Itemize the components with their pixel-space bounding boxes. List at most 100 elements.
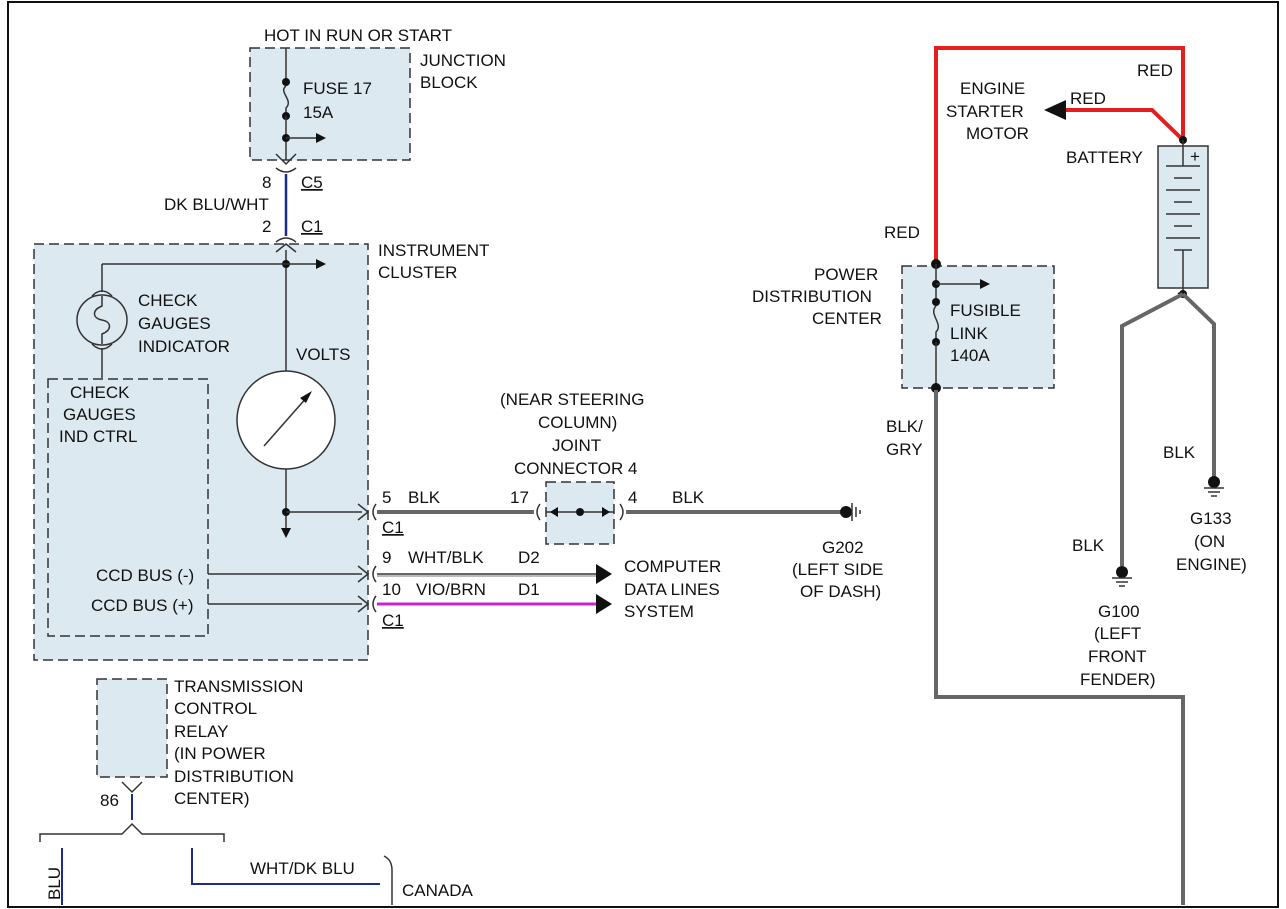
blk-pin-5: 5 xyxy=(382,488,391,507)
d1-label: D1 xyxy=(518,580,540,599)
starter-label-2: STARTER xyxy=(946,102,1024,121)
wht-dk-blu-wire xyxy=(191,848,380,885)
tcr-pin-86: 86 xyxy=(100,791,119,810)
arrow-icon xyxy=(1044,100,1066,120)
jc-pin-4: 4 xyxy=(628,488,637,507)
g202-label: G202 xyxy=(822,538,864,557)
arrow-icon xyxy=(980,279,990,289)
diagram-frame xyxy=(7,1,1279,908)
blk-g133-label: BLK xyxy=(1163,443,1196,462)
red-top-label: RED xyxy=(1137,61,1173,80)
junction-block xyxy=(249,47,411,161)
red-pdc-label: RED xyxy=(884,223,920,242)
tcr-label-4: (IN POWER xyxy=(174,744,266,763)
wht-pin-9: 9 xyxy=(382,548,391,567)
cluster-label-2: CLUSTER xyxy=(378,263,457,282)
tcr-label-6: CENTER) xyxy=(174,789,250,808)
pdc-label-3: CENTER xyxy=(812,309,882,328)
vio-pin-10: 10 xyxy=(382,580,401,599)
g100-loc-1: (LEFT xyxy=(1094,624,1141,643)
junction-block-label-2: BLOCK xyxy=(420,73,478,92)
blk-gry-wire xyxy=(934,390,1185,905)
g100-loc-3: FENDER) xyxy=(1080,670,1156,689)
blk-gry-label-2: GRY xyxy=(886,440,923,459)
joint-label-2: CONNECTOR 4 xyxy=(514,459,637,478)
transmission-control-relay-box xyxy=(96,678,168,778)
fuse-rating: 15A xyxy=(303,103,334,122)
blk-gry-label-1: BLK/ xyxy=(886,417,923,436)
g133-loc-1: (ON xyxy=(1194,532,1225,551)
ground-g100-icon xyxy=(1116,566,1128,578)
wht-dk-blu-label: WHT/DK BLU xyxy=(250,859,355,878)
red-wire-starter xyxy=(1066,108,1185,142)
check-gauges-ctrl-box xyxy=(47,378,209,637)
fusible-link-symbol xyxy=(933,305,939,340)
g202-loc-1: (LEFT SIDE xyxy=(792,560,883,579)
g100-label: G100 xyxy=(1098,602,1140,621)
arrow-down-icon xyxy=(281,528,291,538)
ctrl-label-1: CHECK xyxy=(70,383,130,402)
joint-label-1: JOINT xyxy=(552,436,601,455)
tcr-label-1: TRANSMISSION xyxy=(174,677,303,696)
check-indicator-label-3: INDICATOR xyxy=(138,337,230,356)
vio-brn-label: VIO/BRN xyxy=(416,580,486,599)
computer-label-3: SYSTEM xyxy=(624,602,694,621)
dk-blu-wht-label: DK BLU/WHT xyxy=(164,195,269,214)
blu-label: BLU xyxy=(45,867,64,900)
fusible-label-3: 140A xyxy=(950,346,990,365)
d2-label: D2 xyxy=(518,548,540,567)
hot-in-run-label: HOT IN RUN OR START xyxy=(264,26,452,45)
tcr-label-2: CONTROL xyxy=(174,699,257,718)
arrow-icon xyxy=(596,564,612,584)
g100-loc-2: FRONT xyxy=(1088,647,1147,666)
starter-label-3: MOTOR xyxy=(966,124,1029,143)
near-label-2: COLUMN) xyxy=(538,413,617,432)
bus-c1-connector: C1 xyxy=(382,611,404,630)
check-indicator-label-2: GAUGES xyxy=(138,314,211,333)
computer-label-2: DATA LINES xyxy=(624,580,720,599)
computer-label-1: COMPUTER xyxy=(624,557,721,576)
pdc-label-2: DISTRIBUTION xyxy=(752,287,872,306)
volts-label: VOLTS xyxy=(296,345,350,364)
wht-blk-label: WHT/BLK xyxy=(408,548,484,567)
blk-wire-g100 xyxy=(1120,292,1184,566)
blk-wire-g133 xyxy=(1181,292,1216,478)
fuse-symbol xyxy=(283,85,289,114)
arrow-icon xyxy=(316,259,326,269)
ctrl-label-2: GAUGES xyxy=(63,405,136,424)
arrow-icon xyxy=(316,133,326,143)
junction-block-label-1: JUNCTION xyxy=(420,51,506,70)
fusible-label-1: FUSIBLE xyxy=(950,301,1021,320)
ccd-bus-minus-label: CCD BUS (-) xyxy=(96,566,194,585)
tcr-label-5: DISTRIBUTION xyxy=(174,767,294,786)
fuse-node xyxy=(282,78,290,86)
pdc-label-1: POWER xyxy=(814,265,878,284)
cluster-label-1: INSTRUMENT xyxy=(378,241,489,260)
splice-node xyxy=(576,508,584,516)
fusible-label-2: LINK xyxy=(950,324,988,343)
fuse-name: FUSE 17 xyxy=(303,79,372,98)
red-wire-pdc-battery xyxy=(934,46,1185,262)
c5-connector: C5 xyxy=(301,173,323,192)
ground-g202-icon xyxy=(840,506,852,518)
g202-loc-2: OF DASH) xyxy=(800,582,881,601)
jc-pin-17: 17 xyxy=(510,488,529,507)
battery-plus: + xyxy=(1190,147,1200,166)
connector-c1-top-symbol xyxy=(275,243,297,253)
ccd-bus-plus-label: CCD BUS (+) xyxy=(91,596,193,615)
starter-label-1: ENGINE xyxy=(960,79,1025,98)
red-starter-label: RED xyxy=(1070,89,1106,108)
blk-wire-2-label: BLK xyxy=(672,488,705,507)
g133-loc-2: ENGINE) xyxy=(1176,555,1247,574)
check-indicator-label-1: CHECK xyxy=(138,291,198,310)
gauge-needle-icon xyxy=(300,391,312,403)
ground-g133-icon xyxy=(1208,476,1220,488)
c1-top-pin: 2 xyxy=(262,217,271,236)
g133-label: G133 xyxy=(1190,509,1232,528)
c1-top-connector: C1 xyxy=(301,217,323,236)
power-distribution-center-box xyxy=(901,265,1055,389)
canada-label: CANADA xyxy=(402,881,474,900)
tcr-label-3: RELAY xyxy=(174,722,229,741)
blk-g100-label: BLK xyxy=(1072,536,1105,555)
connector-c5-symbol xyxy=(275,153,297,166)
